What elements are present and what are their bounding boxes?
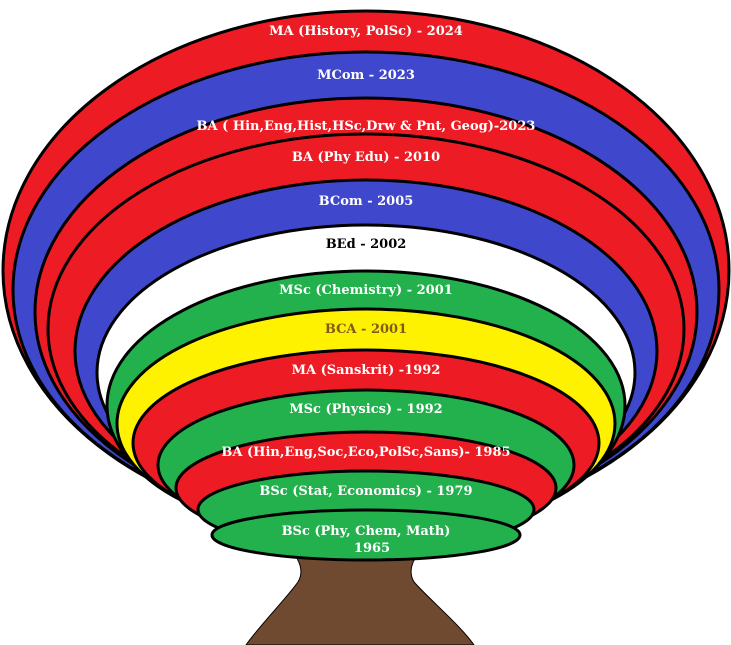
ring-label-ba-hin-eng-soc: BA (Hin,Eng,Soc,Eco,PolSc,Sans)- 1985: [221, 445, 510, 460]
ring-label-bca: BCA - 2001: [325, 322, 407, 337]
labels-layer: MA (History, PolSc) - 2024 MCom - 2023 B…: [197, 24, 536, 556]
ring-label-ba-phy-edu: BA (Phy Edu) - 2010: [292, 150, 440, 165]
tree-trunk: [245, 551, 475, 645]
ring-label-msc-physics: MSc (Physics) - 1992: [289, 402, 442, 417]
ring-label-ma-history-polsc: MA (History, PolSc) - 2024: [269, 24, 463, 39]
ring-bsc-phy-chem-math: [210, 508, 522, 562]
ring-label-mcom: MCom - 2023: [317, 68, 415, 83]
ring-label-bsc-year-1965: 1965: [354, 541, 390, 556]
ring-label-ma-sanskrit: MA (Sanskrit) -1992: [292, 363, 441, 378]
ring-label-msc-chemistry: MSc (Chemistry) - 2001: [279, 283, 453, 298]
ring-label-bsc-stat-economics: BSc (Stat, Economics) - 1979: [259, 484, 472, 499]
ring-label-bcom: BCom - 2005: [319, 194, 414, 209]
rings-layer: [1, 9, 731, 562]
ring-label-bsc-phy-chem-math: BSc (Phy, Chem, Math): [282, 524, 451, 539]
ring-label-bed: BEd - 2002: [326, 237, 407, 252]
ring-label-ba-hin-eng-hist: BA ( Hin,Eng,Hist,HSc,Drw & Pnt, Geog)-2…: [197, 119, 536, 134]
